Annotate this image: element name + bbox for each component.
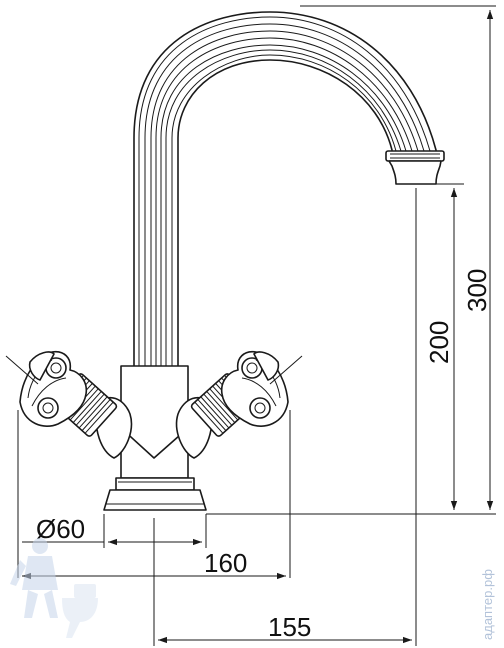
dim-label-spout-height: 200: [424, 321, 454, 364]
watermark-text: адаптер.рф: [480, 569, 495, 640]
dim-label-diameter: Ø60: [36, 514, 85, 544]
right-handle: [175, 350, 303, 459]
dimension-lines: [17, 5, 496, 646]
left-handle: [5, 350, 133, 459]
dim-label-total-height: 300: [462, 269, 492, 312]
spout: [133, 11, 445, 367]
watermark-plumber-logo: [10, 538, 98, 638]
faucet-body: [103, 365, 207, 511]
dim-label-reach: 155: [268, 612, 311, 642]
dim-label-width: 160: [204, 548, 247, 578]
